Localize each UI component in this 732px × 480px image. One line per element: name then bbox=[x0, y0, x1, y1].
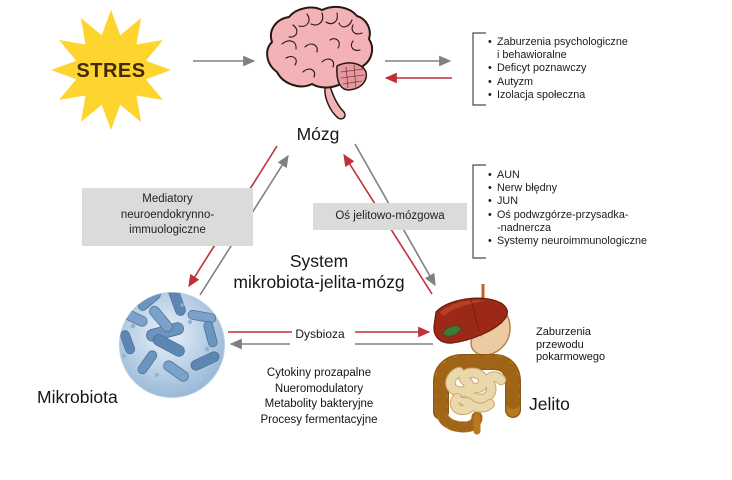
list-line: • Izolacja społeczna bbox=[488, 89, 658, 102]
gi-disorders-note: Zaburzenia przewodu pokarmowego bbox=[536, 326, 626, 364]
mediators-box-line1: Mediatory bbox=[142, 193, 193, 205]
microbiota-factors-list: Cytokiny prozapalne Nueromodulatory Meta… bbox=[239, 366, 399, 428]
gallbladder bbox=[442, 325, 462, 337]
center-title: System mikrobiota-jelita-mózg bbox=[219, 251, 419, 293]
list-line-text: Izolacja społeczna bbox=[497, 88, 586, 101]
list-line-text: Systemy neuroimmunologiczne bbox=[497, 235, 648, 248]
list-line: • AUN bbox=[488, 169, 668, 182]
bullet-icon: • bbox=[488, 62, 492, 75]
microbiota-label: Mikrobiota bbox=[37, 387, 118, 407]
list-line: • Oś podwzgórze-przysadka- bbox=[488, 209, 668, 222]
mediators-box-line2: neuroendokrynno- bbox=[120, 208, 215, 221]
arrow-layer bbox=[188, 55, 452, 350]
mediators-box-line3: immuologiczne bbox=[129, 224, 206, 236]
list-line: -nadnercza bbox=[488, 222, 668, 235]
list-line: • JUN bbox=[488, 195, 668, 208]
list-line: • Autyzm bbox=[488, 76, 658, 89]
bullet-icon: • bbox=[488, 208, 492, 221]
gut-brain-axis-box: Oś jelitowo-mózgowa bbox=[313, 203, 467, 230]
center-title-line1: System bbox=[289, 251, 349, 271]
stress-starburst bbox=[51, 10, 171, 130]
bullet-icon: • bbox=[488, 75, 492, 88]
list-line-text: Autyzm bbox=[497, 75, 533, 88]
list-line-text: i behawioralne bbox=[497, 49, 567, 62]
list-line: • Nerw błędny bbox=[488, 182, 668, 195]
stress-label: STRES bbox=[76, 60, 146, 82]
brain-label: Mózg bbox=[296, 124, 340, 144]
list-line-text: AUN bbox=[497, 169, 520, 181]
list-line: Cytokiny prozapalne bbox=[266, 367, 372, 379]
gut-brain-axis-box-label: Oś jelitowo-mózgowa bbox=[335, 210, 445, 222]
list-line-text: JUN bbox=[497, 195, 518, 208]
microbiota-illustration bbox=[119, 292, 225, 398]
gut-illustration bbox=[433, 284, 521, 435]
list-line: • Deficyt poznawczy bbox=[488, 62, 658, 75]
bullet-icon: • bbox=[488, 169, 492, 181]
brain-illustration bbox=[266, 5, 374, 120]
dysbiosis-label: Dysbioza bbox=[295, 327, 345, 341]
list-line: i behawioralne bbox=[488, 49, 658, 62]
list-line: Metabolity bakteryjne bbox=[264, 398, 374, 411]
list-line: • Systemy neuroimmunologiczne bbox=[488, 235, 668, 248]
bullet-icon: • bbox=[488, 235, 492, 248]
bullet-icon: • bbox=[488, 36, 492, 48]
list-line: • Zaburzenia psychologiczne bbox=[488, 36, 658, 49]
gi-disorders-line2: przewodu bbox=[536, 338, 584, 351]
brain-effects-list: • Zaburzenia psychologiczne i behawioraln… bbox=[488, 36, 658, 102]
mediators-box: Mediatory neuroendokrynno- immuologiczne bbox=[82, 188, 253, 246]
bullet-icon: • bbox=[488, 182, 492, 195]
gut-label: Jelito bbox=[529, 394, 570, 414]
list-line: Nueromodulatory bbox=[274, 382, 364, 395]
list-line-text: Nerw błędny bbox=[497, 182, 558, 195]
bracket-brain-effects bbox=[472, 32, 486, 106]
list-line-text: Oś podwzgórze-przysadka- bbox=[497, 208, 629, 221]
bullet-icon: • bbox=[488, 88, 492, 101]
bracket-axis-components bbox=[472, 164, 486, 259]
list-line: Procesy fermentacyjne bbox=[260, 413, 378, 426]
center-title-line2: mikrobiota-jelita-mózg bbox=[233, 272, 405, 292]
axis-components-list: • AUN • Nerw błędny • JUN • Oś podwzgórze-pr… bbox=[488, 169, 668, 248]
list-line-text: -nadnercza bbox=[497, 221, 552, 234]
list-line-text: Zaburzenia psychologiczne bbox=[497, 36, 628, 48]
gi-disorders-line1: Zaburzenia bbox=[536, 326, 592, 338]
bullet-icon: • bbox=[488, 195, 492, 208]
gi-disorders-line3: pokarmowego bbox=[536, 351, 606, 364]
list-line-text: Deficyt poznawczy bbox=[497, 62, 587, 75]
